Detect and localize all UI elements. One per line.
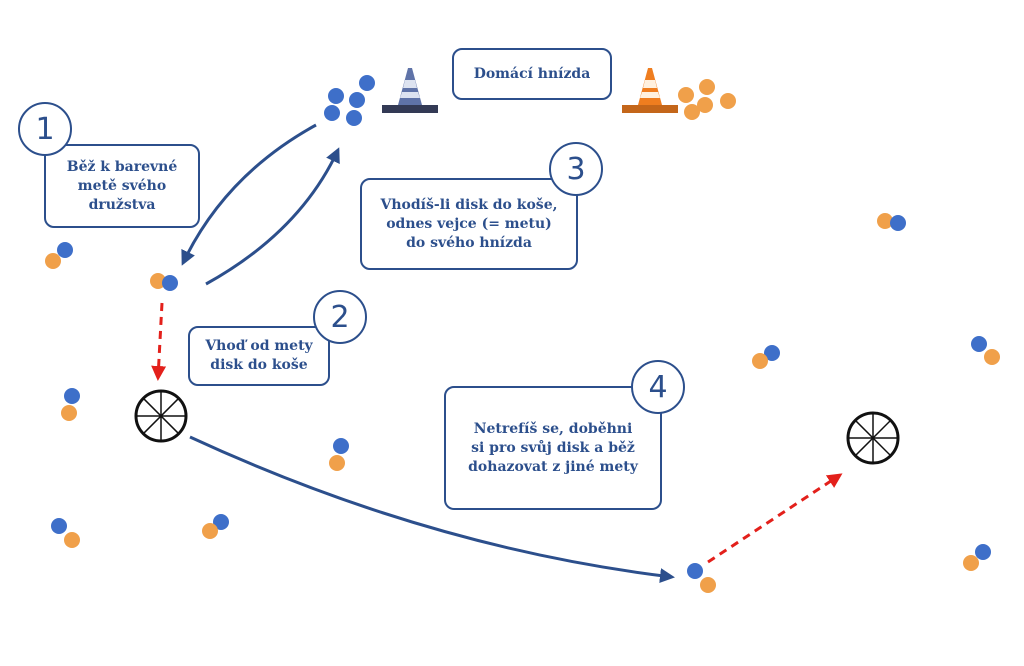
arrow-to-other-marker [189,435,675,584]
arrow-throw-red-1 [151,302,167,381]
traffic-cone-icon [622,68,678,113]
basket-left [134,389,188,443]
step-4-box: Netrefíš se, doběhni si pro svůj disk a … [444,386,662,510]
step-3-number: 3 [549,142,603,196]
blue-markers-nest [324,75,375,126]
traffic-cone-icon [382,68,438,113]
step-2-box: Vhoď od mety disk do koše [188,326,330,386]
arrow-throw-red-2 [707,473,843,564]
step-3-box: Vhodíš-li disk do koše, odnes vejce (= m… [360,178,578,270]
step-1-box: Běž k barevné metě svého družstva [44,144,200,228]
step-1-number: 1 [18,102,72,156]
orange-markers-nest [678,79,736,120]
home-nest-label: Domácí hnízda [452,48,612,100]
basket-right [846,411,900,465]
arrow-to-home-nest [205,147,340,286]
step-2-number: 2 [313,290,367,344]
marker-pairs [45,213,1000,593]
step-4-number: 4 [631,360,685,414]
arrow-to-team-marker [181,123,317,266]
